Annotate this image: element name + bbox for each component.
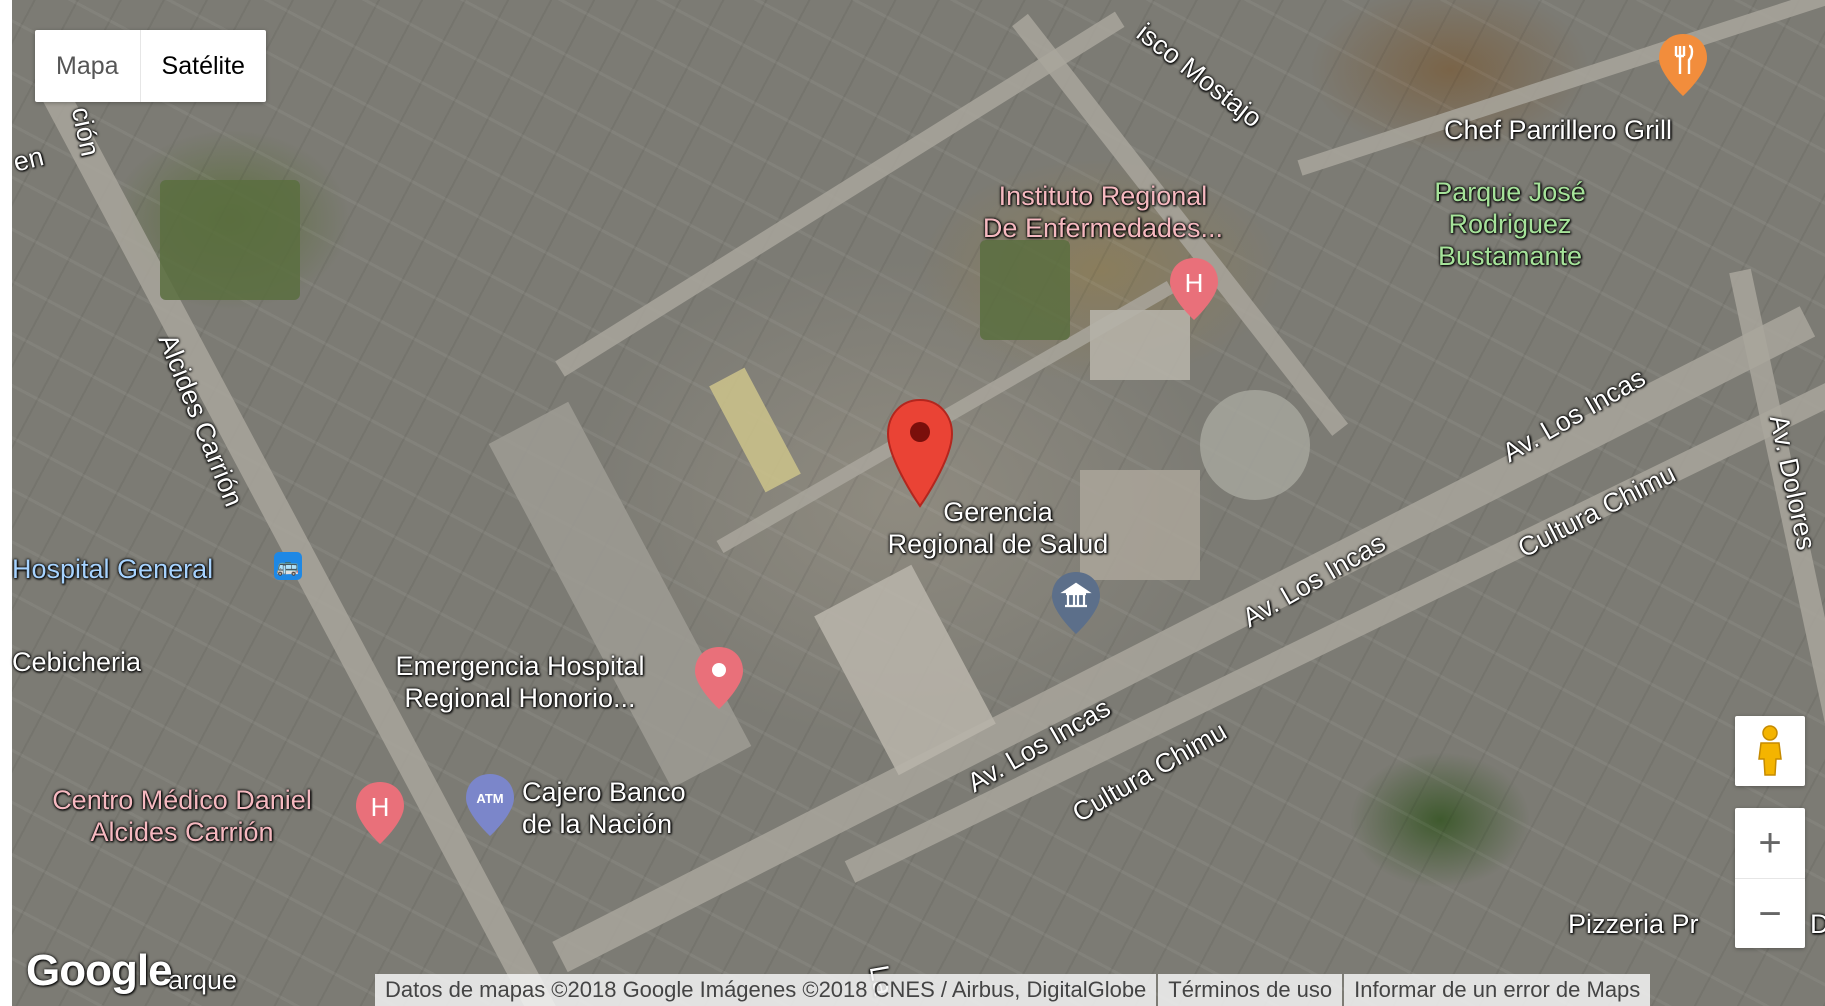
place-emergencia-line1: Emergencia Hospital: [395, 651, 645, 681]
place-parque-jose[interactable]: Parque José Rodriguez Bustamante: [1400, 176, 1620, 272]
svg-text:H: H: [371, 792, 390, 822]
park-top-left: [160, 180, 300, 300]
road-label-en: en: [10, 141, 47, 178]
place-pizzeria[interactable]: Pizzeria Pr: [1568, 909, 1699, 939]
restaurant-pin-icon[interactable]: [1657, 32, 1709, 98]
left-border: [0, 0, 12, 1006]
place-parque-line3: Bustamante: [1437, 241, 1583, 271]
place-parque-line2: Rodriguez: [1448, 209, 1572, 239]
svg-text:ATM: ATM: [476, 791, 503, 806]
place-parque-bottom: arque: [168, 965, 238, 995]
building-instituto: [1090, 310, 1190, 380]
field-green: [980, 240, 1070, 340]
place-gerencia-line2: Regional de Salud: [887, 529, 1109, 559]
road-cultura-chimu: [844, 379, 1825, 883]
road-label-mostajo: isco Mostajo: [1131, 17, 1268, 134]
place-instituto[interactable]: Instituto Regional De Enfermedades...: [948, 180, 1258, 244]
street-view-pegman-button[interactable]: [1735, 716, 1805, 786]
place-instituto-line2: De Enfermedades...: [982, 213, 1224, 243]
plaza-circle: [1200, 390, 1310, 500]
place-centro-line2: Alcides Carrión: [90, 817, 274, 847]
bus-stop-icon[interactable]: 🚌: [274, 552, 302, 580]
road-label-dolores: Av. Dolores: [1763, 412, 1822, 553]
pegman-icon: [1758, 725, 1782, 776]
place-cajero-line1: Cajero Banco: [522, 777, 686, 807]
google-logo: Google: [26, 946, 173, 995]
attribution-bar: Datos de mapas ©2018 Google Imágenes ©20…: [373, 974, 1651, 1006]
atm-pin-icon[interactable]: ATM: [464, 772, 516, 838]
location-marker-icon[interactable]: [884, 398, 956, 508]
place-emergencia[interactable]: Emergencia Hospital Regional Honorio...: [350, 650, 690, 714]
museum-pin-icon[interactable]: [1050, 570, 1102, 636]
place-cajero-line2: de la Nación: [522, 809, 673, 839]
place-cebicheria[interactable]: Cebicheria: [12, 647, 142, 677]
map-type-satellite-button[interactable]: Satélite: [139, 30, 266, 102]
attribution-data: Datos de mapas ©2018 Google Imágenes ©20…: [375, 974, 1157, 1006]
emergency-pin-icon[interactable]: [693, 645, 745, 711]
zoom-control: + −: [1735, 808, 1805, 948]
place-instituto-line1: Instituto Regional: [998, 181, 1208, 211]
building-hospital-long: [488, 401, 752, 789]
building-gerencia: [1080, 470, 1200, 580]
place-centro-medico[interactable]: Centro Médico Daniel Alcides Carrión: [12, 784, 352, 848]
place-centro-line1: Centro Médico Daniel: [52, 785, 312, 815]
svg-text:H: H: [1185, 268, 1204, 298]
place-gerencia[interactable]: Gerencia Regional de Salud: [848, 496, 1148, 560]
place-emergencia-line2: Regional Honorio...: [404, 683, 636, 713]
zoom-out-button[interactable]: −: [1758, 891, 1782, 936]
place-chef-parrillero[interactable]: Chef Parrillero Grill: [1444, 115, 1673, 145]
report-error-link[interactable]: Informar de un error de Maps: [1344, 974, 1651, 1006]
map-type-map-button[interactable]: Mapa: [56, 51, 119, 80]
building-yellow: [709, 367, 801, 493]
place-pizzeria-cut: D: [1810, 909, 1825, 939]
place-hospital-general[interactable]: Hospital General: [12, 554, 214, 584]
place-cajero[interactable]: Cajero Banco de la Nación: [522, 776, 686, 840]
place-parque-line1: Parque José: [1434, 177, 1586, 207]
map-type-control: Mapa Satélite: [35, 30, 266, 102]
terms-link[interactable]: Términos de uso: [1158, 974, 1343, 1006]
zoom-in-button[interactable]: +: [1735, 808, 1805, 879]
hospital-pin-icon[interactable]: H: [1168, 256, 1220, 322]
road-top-right: [1297, 0, 1825, 176]
place-gerencia-line1: Gerencia: [943, 497, 1053, 527]
road-alcides-carrion: [42, 87, 575, 1006]
clinic-pin-icon[interactable]: H: [354, 780, 406, 846]
